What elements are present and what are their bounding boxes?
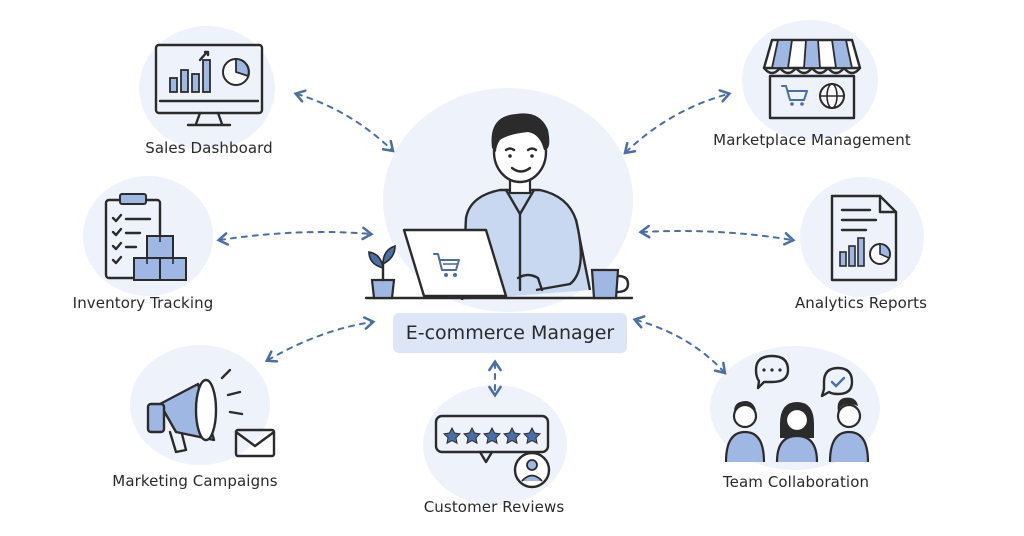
node-label-marketing-campaigns: Marketing Campaigns <box>112 472 278 490</box>
node-label-sales-dashboard: Sales Dashboard <box>145 139 273 157</box>
customer-avatar-icon <box>513 451 551 489</box>
storefront-icon <box>762 38 862 120</box>
node-label-team-collaboration: Team Collaboration <box>722 473 870 491</box>
plant-icon <box>368 244 396 300</box>
star-review-icon <box>434 414 550 464</box>
mug-icon <box>590 268 630 300</box>
connector-arrows <box>216 89 796 398</box>
star-icon <box>482 426 502 445</box>
team-icon <box>724 354 870 463</box>
laptop-icon <box>364 228 634 300</box>
star-icon <box>522 426 542 445</box>
megaphone-icon <box>146 368 244 454</box>
envelope-icon <box>234 428 276 458</box>
node-label-analytics-reports: Analytics Reports <box>794 294 928 312</box>
node-label-marketplace-management: Marketplace Management <box>713 131 911 149</box>
center-label: E-commerce Manager <box>393 313 627 353</box>
clipboard-boxes-icon <box>104 193 187 281</box>
report-document-icon <box>830 194 898 282</box>
star-icon <box>442 426 462 445</box>
center-label-text: E-commerce Manager <box>405 322 615 344</box>
star-icons <box>442 426 542 445</box>
node-label-inventory-tracking: Inventory Tracking <box>72 294 214 312</box>
star-icon <box>462 426 482 445</box>
node-label-customer-reviews: Customer Reviews <box>423 498 565 516</box>
monitor-chart-icon <box>154 43 264 127</box>
star-icon <box>502 426 522 445</box>
